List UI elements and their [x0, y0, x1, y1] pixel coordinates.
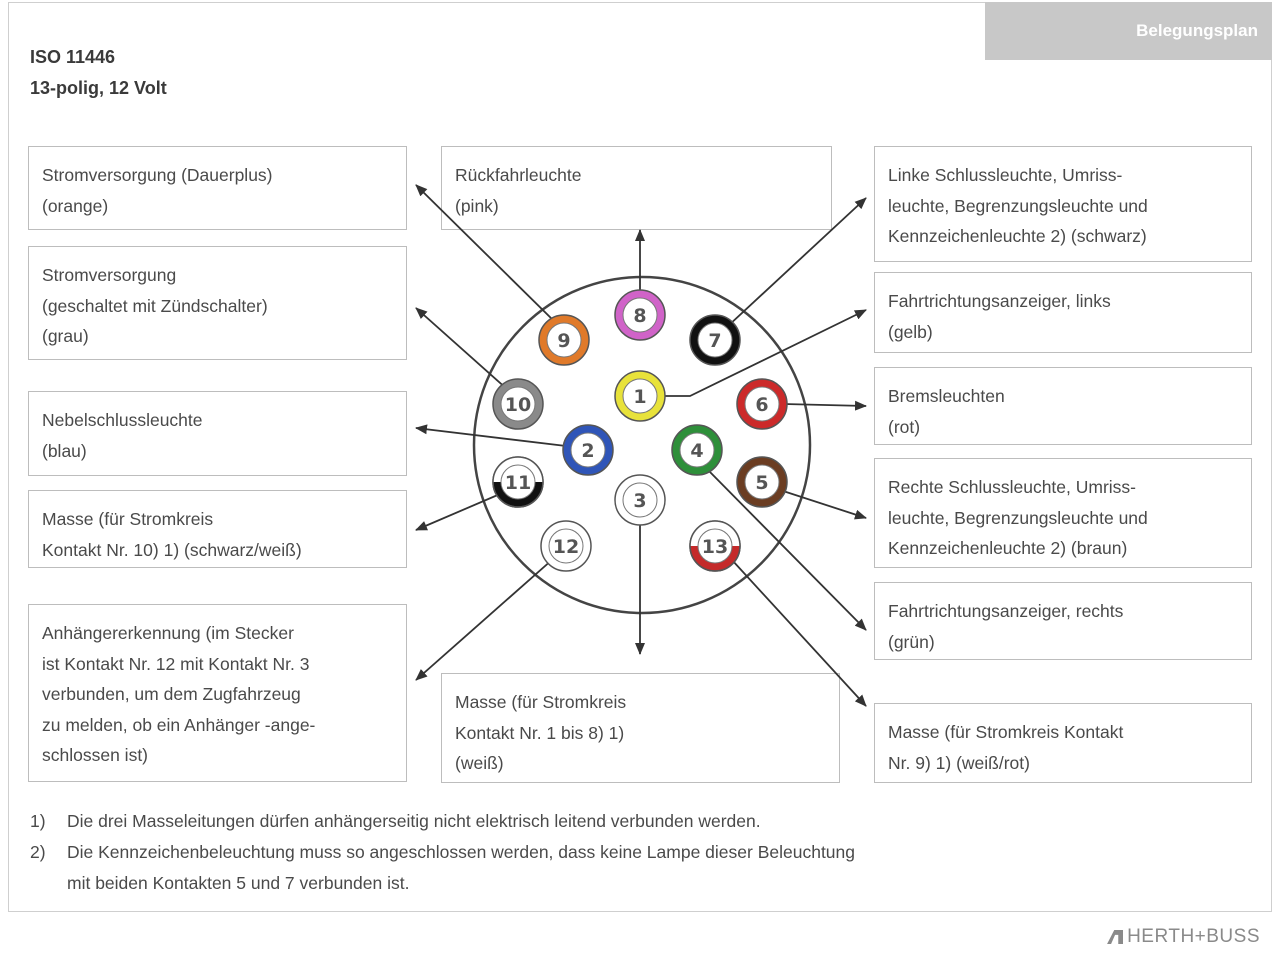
title-spec: 13-polig, 12 Volt: [30, 78, 167, 98]
pin-5: 5: [736, 456, 788, 508]
pin-13-number: 13: [702, 536, 728, 558]
box-pin-6: Bremsleuchten (rot): [874, 367, 1252, 445]
footnote-2: 2) Die Kennzeichenbeleuchtung muss so an…: [30, 842, 856, 893]
arrow-pin-2: [415, 424, 567, 447]
box-pin-12: Anhängererkennung (im Stecker ist Kontak…: [28, 604, 407, 782]
box-pin-1: Fahrtrichtungsanzeiger, links (gelb): [874, 272, 1252, 353]
pin-10: 10: [492, 378, 544, 430]
pin-6: 6: [736, 378, 788, 430]
box-pin-4: Fahrtrichtungsanzeiger, rechts (grün): [874, 582, 1252, 660]
arrow-pin-1: [660, 309, 867, 397]
pin-4-number: 4: [690, 440, 703, 462]
box-pin-7: Linke Schlussleuchte, Umriss- leuchte, B…: [874, 146, 1252, 262]
box-pin-8: Rückfahrleuchte (pink): [441, 146, 832, 230]
pin-11: 11: [492, 456, 544, 508]
pin-1-number: 1: [633, 386, 646, 408]
box-pin-10: Stromversorgung (geschaltet mit Zündscha…: [28, 246, 407, 360]
header-tab: Belegungsplan: [985, 2, 1272, 60]
arrow-pin-6: [783, 400, 867, 411]
arrow-pin-13: [731, 559, 867, 707]
pin-5-number: 5: [755, 472, 768, 494]
arrow-pin-11: [415, 493, 501, 531]
brand-logo-icon: [1107, 930, 1124, 944]
title-standard: ISO 11446: [30, 47, 116, 67]
arrow-pin-7: [727, 197, 867, 327]
box-pin-2: Nebelschlussleuchte (blau): [28, 391, 407, 476]
pin-8: 8: [614, 289, 666, 341]
arrow-pin-4: [707, 469, 867, 631]
pin-2: 2: [562, 424, 614, 476]
arrow-pin-10: [415, 307, 509, 391]
arrow-pin-9: [415, 184, 556, 323]
pin-7-number: 7: [708, 330, 721, 352]
pin-3: 3: [614, 474, 666, 526]
box-pin-3: Masse (für Stromkreis Kontakt Nr. 1 bis …: [441, 673, 840, 783]
pin-3-number: 3: [633, 490, 646, 512]
footnotes: 1) Die drei Masseleitungen dürfen anhäng…: [30, 806, 855, 899]
pin-7: 7: [689, 314, 741, 366]
pin-12: 12: [540, 520, 592, 572]
pin-4: 4: [671, 424, 723, 476]
box-pin-11: Masse (für Stromkreis Kontakt Nr. 10) 1)…: [28, 490, 407, 568]
arrow-pin-5: [779, 489, 867, 520]
box-pin-13: Masse (für Stromkreis Kontakt Nr. 9) 1) …: [874, 703, 1252, 783]
footnote-1: 1) Die drei Masseleitungen dürfen anhäng…: [30, 811, 761, 831]
page-title: ISO 11446 13-polig, 12 Volt: [30, 42, 167, 104]
pin-10-number: 10: [505, 394, 531, 416]
box-pin-9: Stromversorgung (Dauerplus) (orange): [28, 146, 407, 230]
pin-9: 9: [538, 314, 590, 366]
pin-13: 13: [689, 520, 741, 572]
box-pin-5: Rechte Schlussleuchte, Umriss- leuchte, …: [874, 458, 1252, 568]
pin-8-number: 8: [633, 305, 646, 327]
pin-11-number: 11: [505, 472, 531, 494]
pin-12-number: 12: [553, 536, 579, 558]
pin-2-number: 2: [581, 440, 594, 462]
pin-9-number: 9: [557, 330, 570, 352]
brand-logo: HERTH+BUSS: [1107, 926, 1260, 948]
arrow-pin-12: [415, 558, 554, 681]
pin-1: 1: [614, 370, 666, 422]
pin-6-number: 6: [755, 394, 768, 416]
